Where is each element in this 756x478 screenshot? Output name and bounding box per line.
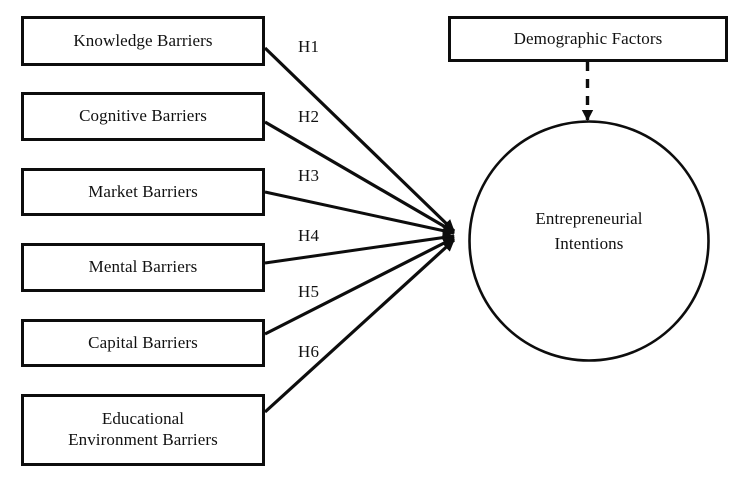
hypothesis-label-h4: H4 <box>298 226 320 245</box>
construct-box-market-barriers[interactable]: Market Barriers <box>21 168 265 216</box>
construct-label-knowledge-barriers: Knowledge Barriers <box>73 30 213 50</box>
hypothesis-label-h3: H3 <box>298 166 320 185</box>
construct-label-cognitive-barriers: Cognitive Barriers <box>79 106 207 126</box>
entrepreneurial-intentions-ellipse <box>468 120 710 362</box>
hypothesis-path-h3 <box>264 190 455 237</box>
hypothesis-label-h6: H6 <box>298 342 320 361</box>
hypothesis-path-h4 <box>264 231 455 265</box>
construct-box-educational-environment-barriers[interactable]: Educational Environment Barriers <box>21 394 265 466</box>
construct-label-market-barriers: Market Barriers <box>88 181 198 201</box>
hypothesis-label-h5: H5 <box>298 282 320 301</box>
hypothesis-label-h1: H1 <box>298 37 320 56</box>
hypothesis-path-h5 <box>264 236 455 336</box>
hypothesis-path-h2 <box>264 120 455 234</box>
construct-box-mental-barriers[interactable]: Mental Barriers <box>21 243 265 292</box>
hypothesis-label-h2: H2 <box>298 107 320 126</box>
construct-label-educational-environment-barriers: Educational Environment Barriers <box>68 409 218 449</box>
construct-box-demographic-factors[interactable]: Demographic Factors <box>448 16 728 62</box>
hypothesis-path-h6 <box>263 238 456 414</box>
construct-box-capital-barriers[interactable]: Capital Barriers <box>21 319 265 367</box>
construct-label-demographic-factors: Demographic Factors <box>513 28 663 48</box>
construct-box-cognitive-barriers[interactable]: Cognitive Barriers <box>21 92 265 141</box>
hypothesis-path-h1 <box>263 46 456 233</box>
construct-label-capital-barriers: Capital Barriers <box>88 332 198 352</box>
construct-label-mental-barriers: Mental Barriers <box>88 257 198 277</box>
construct-box-knowledge-barriers[interactable]: Knowledge Barriers <box>21 16 265 66</box>
